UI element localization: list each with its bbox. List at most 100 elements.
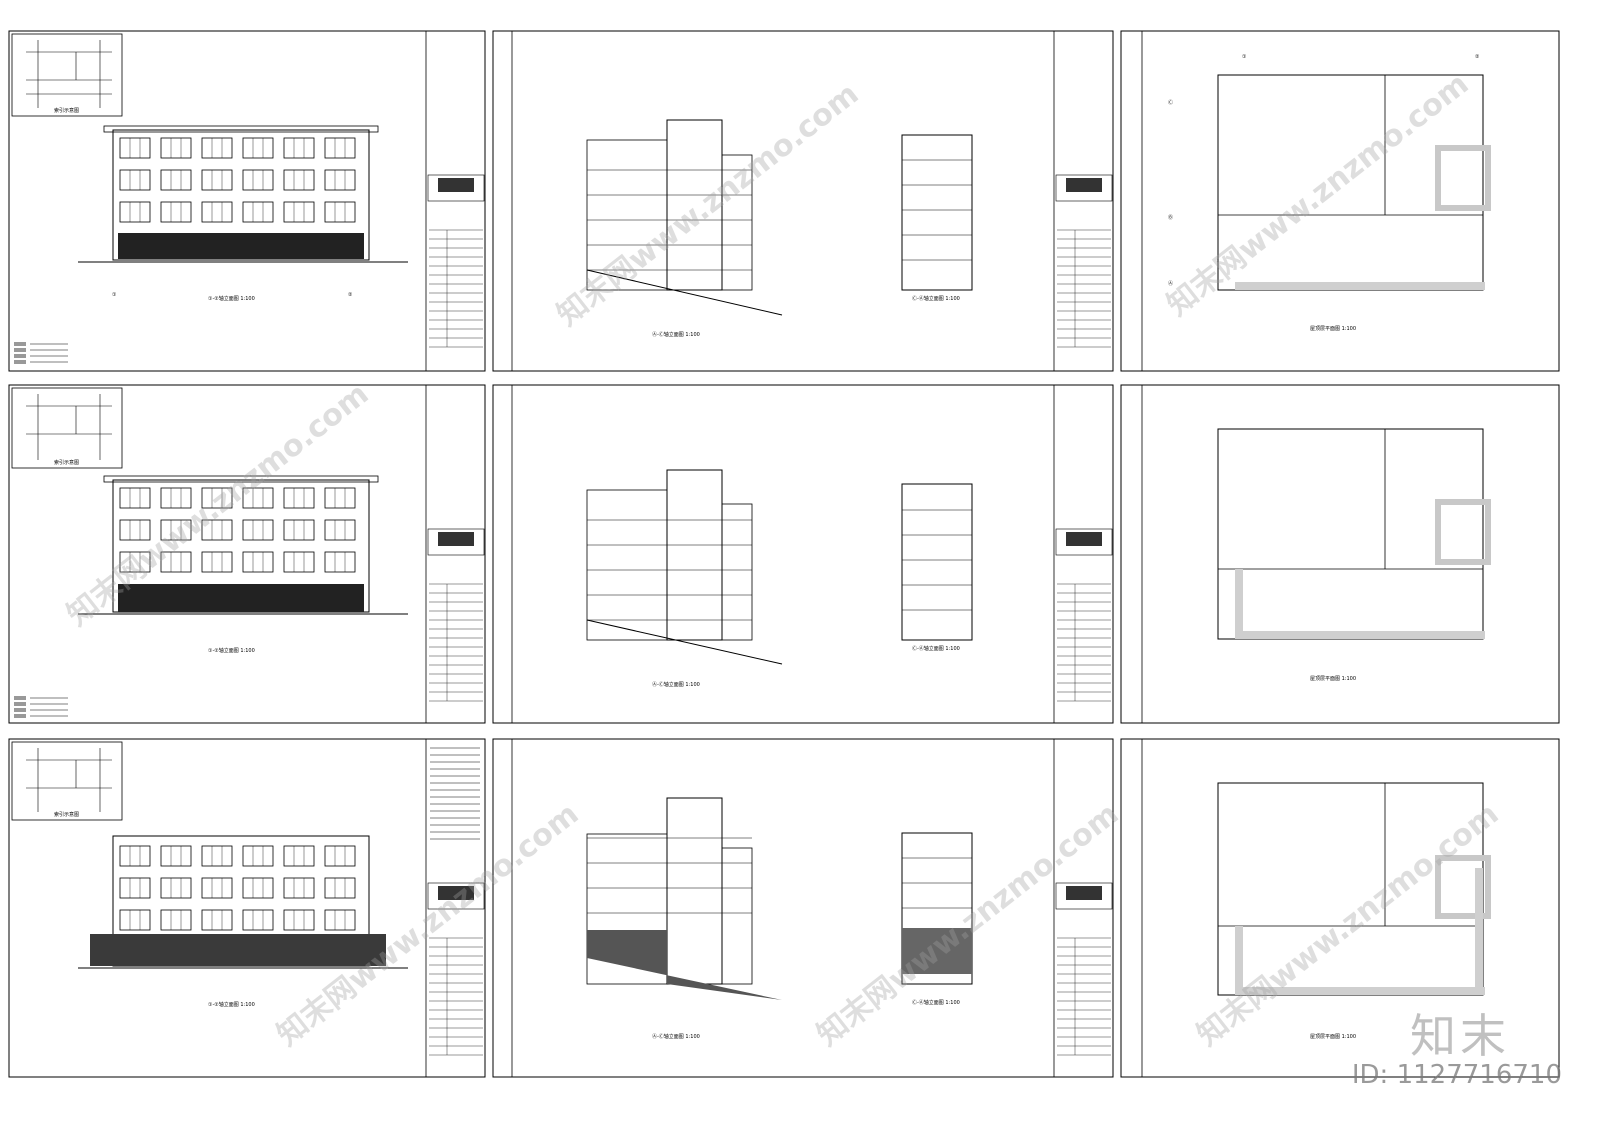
legend-swatch: [14, 714, 26, 718]
legend-swatch: [14, 342, 26, 346]
window: [201, 487, 233, 509]
roof-plan-drawing-3: 屋顶层平面图 1:100: [1120, 738, 1560, 1078]
legend-swatch: [14, 702, 26, 706]
window: [201, 137, 233, 159]
sheet-side-elevation-3: Ⓐ-Ⓒ轴立面图 1:100 Ⓒ-Ⓐ轴立面图 1:100: [492, 738, 1114, 1078]
window: [242, 201, 274, 223]
window: [324, 909, 356, 931]
side2-elevation-title-1: Ⓒ-Ⓐ轴立面图 1:100: [912, 295, 960, 302]
window: [201, 845, 233, 867]
window: [119, 845, 151, 867]
window: [201, 909, 233, 931]
front-elevation-drawing-1: 索引示意图 ①-②轴立面图 1:100 ① ②: [8, 30, 486, 372]
window: [119, 169, 151, 191]
window: [119, 519, 151, 541]
window: [119, 877, 151, 899]
window: [201, 551, 233, 573]
roof-plan-title-1: 屋顶层平面图 1:100: [1310, 326, 1356, 332]
window: [160, 845, 192, 867]
key-plan-label-3: 索引示意图: [54, 811, 79, 818]
side-elevation-title-2: Ⓐ-Ⓒ轴立面图 1:100: [652, 681, 700, 688]
side-elevation-drawing-2: Ⓐ-Ⓒ轴立面图 1:100 Ⓒ-Ⓐ轴立面图 1:100: [492, 384, 1114, 724]
roof-axis-1: ①: [1242, 54, 1247, 60]
window: [201, 169, 233, 191]
window: [160, 487, 192, 509]
legend-swatch: [14, 708, 26, 712]
sheet-side-elevation-2: Ⓐ-Ⓒ轴立面图 1:100 Ⓒ-Ⓐ轴立面图 1:100: [492, 384, 1114, 724]
window: [119, 201, 151, 223]
window: [283, 487, 315, 509]
window: [160, 137, 192, 159]
window: [160, 877, 192, 899]
window: [119, 551, 151, 573]
window: [160, 201, 192, 223]
sheet-front-elevation-1: 索引示意图 ①-②轴立面图 1:100 ① ②: [8, 30, 486, 372]
legend-swatch: [14, 696, 26, 700]
front-elevation-drawing-3: 索引示意图 ①-②轴立面图 1:100: [8, 738, 486, 1078]
key-plan-label-2: 索引示意图: [54, 459, 79, 466]
legend-swatch: [14, 348, 26, 352]
window: [242, 909, 274, 931]
window: [283, 551, 315, 573]
sheet-roof-plan-3: 屋顶层平面图 1:100: [1120, 738, 1560, 1078]
roof-axis-2: ②: [1475, 54, 1480, 60]
roof-plan-drawing-1: 屋顶层平面图 1:100 ① ② Ⓒ Ⓑ Ⓐ: [1120, 30, 1560, 372]
roof-axis-a: Ⓐ: [1168, 280, 1173, 287]
side-elevation-drawing-3: Ⓐ-Ⓒ轴立面图 1:100 Ⓒ-Ⓐ轴立面图 1:100: [492, 738, 1114, 1078]
sheet-front-elevation-3: 索引示意图 ①-②轴立面图 1:100: [8, 738, 486, 1078]
window: [242, 551, 274, 573]
window: [324, 845, 356, 867]
window: [324, 201, 356, 223]
window: [242, 845, 274, 867]
sheet-roof-plan-2: 屋顶层平面图 1:100: [1120, 384, 1560, 724]
front-elevation-title-3: ①-②轴立面图 1:100: [208, 1001, 255, 1008]
side2-elevation-title-3: Ⓒ-Ⓐ轴立面图 1:100: [912, 999, 960, 1006]
window: [324, 137, 356, 159]
window: [201, 877, 233, 899]
side-elevation-title-1: Ⓐ-Ⓒ轴立面图 1:100: [652, 331, 700, 338]
window: [324, 519, 356, 541]
title-block-2: [1055, 174, 1113, 348]
window: [324, 877, 356, 899]
window: [283, 137, 315, 159]
window: [283, 845, 315, 867]
window: [119, 909, 151, 931]
axis-1-label: ①: [112, 292, 117, 298]
brand-logo: 知末: [1410, 1009, 1510, 1063]
window: [201, 201, 233, 223]
window: [283, 169, 315, 191]
roof-plan-title-3: 屋顶层平面图 1:100: [1310, 1034, 1356, 1040]
title-block-1: [427, 174, 485, 348]
sheet-roof-plan-1: 屋顶层平面图 1:100 ① ② Ⓒ Ⓑ Ⓐ: [1120, 30, 1560, 372]
roof-axis-c: Ⓒ: [1168, 99, 1173, 106]
window: [160, 519, 192, 541]
window: [119, 137, 151, 159]
window: [283, 519, 315, 541]
sheet-front-elevation-2: 索引示意图 ①-②轴立面图 1:100: [8, 384, 486, 724]
window: [283, 909, 315, 931]
front-elevation-title-2: ①-②轴立面图 1:100: [208, 647, 255, 654]
side-elevation-drawing-1: Ⓐ-Ⓒ轴立面图 1:100 Ⓒ-Ⓐ轴立面图 1:100: [492, 30, 1114, 372]
window: [160, 909, 192, 931]
window: [201, 519, 233, 541]
window: [324, 551, 356, 573]
window: [242, 877, 274, 899]
legend-swatch: [14, 354, 26, 358]
side-building-b: [901, 134, 973, 291]
window: [242, 137, 274, 159]
window: [119, 487, 151, 509]
window: [242, 519, 274, 541]
image-id: ID: 1127716710: [1351, 1060, 1562, 1090]
roof-plan-title-2: 屋顶层平面图 1:100: [1310, 676, 1356, 682]
key-plan: 索引示意图: [11, 33, 123, 117]
axis-2-label: ②: [348, 292, 353, 298]
facade-1: [78, 125, 408, 263]
side2-elevation-title-2: Ⓒ-Ⓐ轴立面图 1:100: [912, 645, 960, 652]
front-elevation-drawing-2: 索引示意图 ①-②轴立面图 1:100: [8, 384, 486, 724]
key-plan-label: 索引示意图: [54, 107, 79, 114]
window: [283, 201, 315, 223]
window: [160, 551, 192, 573]
window: [242, 169, 274, 191]
window: [160, 169, 192, 191]
sheet-side-elevation-1: Ⓐ-Ⓒ轴立面图 1:100 Ⓒ-Ⓐ轴立面图 1:100: [492, 30, 1114, 372]
